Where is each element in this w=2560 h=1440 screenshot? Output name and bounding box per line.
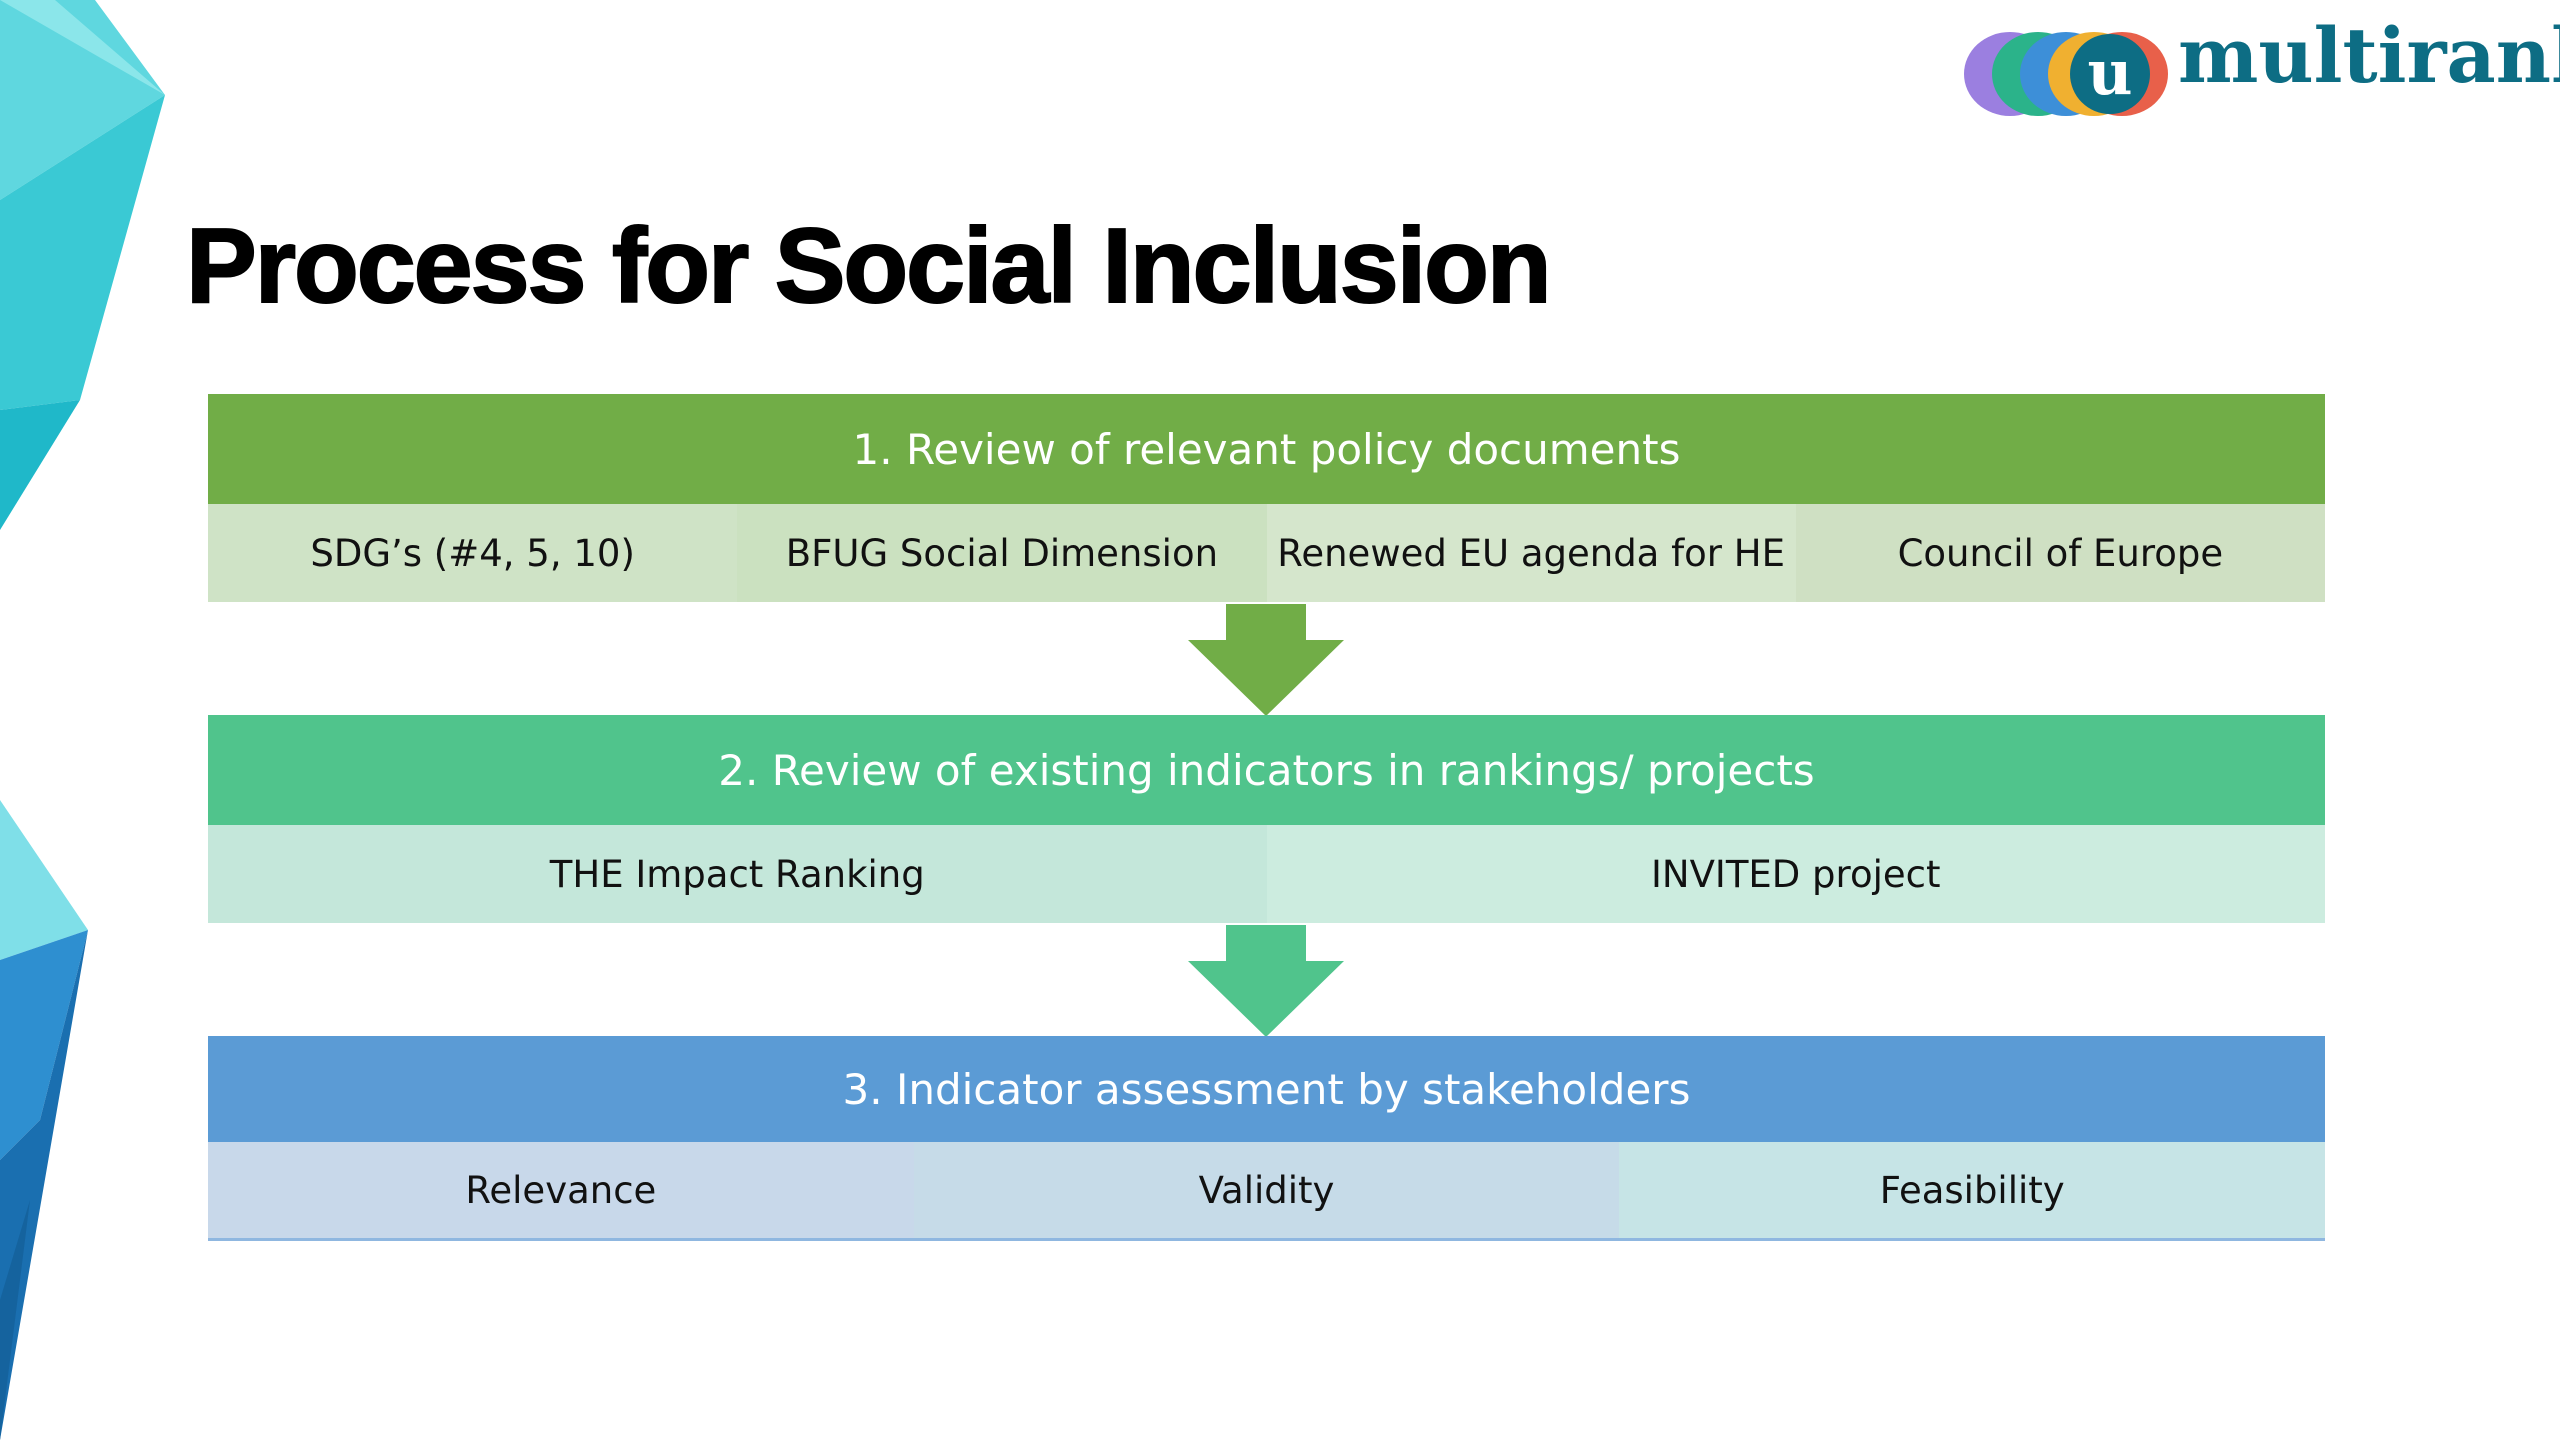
step-item: THE Impact Ranking [208,825,1267,923]
down-arrow-icon [1188,604,1344,716]
step-3-items: Relevance Validity Feasibility [208,1142,2326,1241]
page-title: Process for Social Inclusion [185,207,1553,325]
logo-letter: u [2087,36,2132,109]
step-item: SDG’s (#4, 5, 10) [208,504,738,602]
step-item: Relevance [208,1142,914,1238]
step-3-header: 3. Indicator assessment by stakeholders [208,1036,2325,1142]
step-item: Renewed EU agenda for HE [1266,504,1796,602]
step-1-items: SDG’s (#4, 5, 10) BFUG Social Dimension … [208,504,2325,602]
step-item: Validity [913,1142,1620,1238]
step-2-items: THE Impact Ranking INVITED project [208,825,2325,923]
step-item: INVITED project [1266,825,2325,923]
step-1-header: 1. Review of relevant policy documents [208,394,2325,504]
step-1: 1. Review of relevant policy documents S… [208,394,2325,602]
step-item: Feasibility [1619,1142,2326,1238]
step-item: BFUG Social Dimension [737,504,1267,602]
decorative-polygons [0,0,165,1440]
multirank-logo-icon: u [1964,32,2168,116]
step-2-header: 2. Review of existing indicators in rank… [208,715,2325,825]
step-item: Council of Europe [1795,504,2325,602]
step-3: 3. Indicator assessment by stakeholders … [208,1036,2326,1241]
step-2: 2. Review of existing indicators in rank… [208,715,2325,923]
down-arrow-icon [1188,925,1344,1037]
logo-text: multirank [2178,11,2560,100]
